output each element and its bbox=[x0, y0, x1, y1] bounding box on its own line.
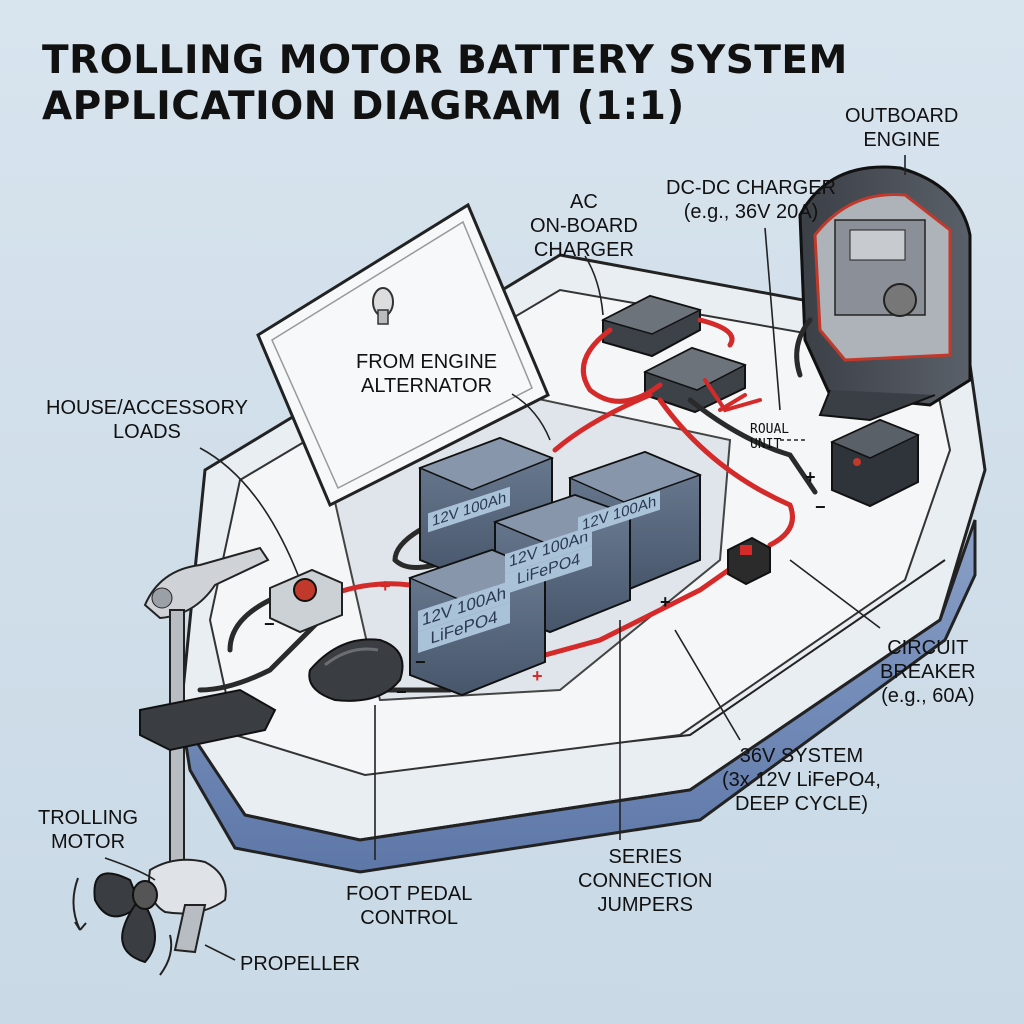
minus-marker: − bbox=[264, 614, 275, 634]
label-house-accessory-loads: HOUSE/ACCESSORY LOADS bbox=[46, 397, 248, 443]
plus-marker: + bbox=[660, 592, 671, 612]
label-circuit-breaker: CIRCUIT BREAKER (e.g., 60A) bbox=[880, 637, 976, 707]
outboard-engine bbox=[798, 165, 972, 422]
label-from-engine-alternator: FROM ENGINE ALTERNATOR bbox=[356, 351, 498, 397]
label-outboard-engine: OUTBOARD ENGINE bbox=[845, 105, 959, 151]
house-loads-switch bbox=[269, 568, 343, 634]
label-foot-pedal-control: FOOT PEDAL CONTROL bbox=[346, 883, 473, 929]
title-line-2: APPLICATION DIAGRAM (1:1) bbox=[42, 84, 685, 129]
page-title: TROLLING MOTOR BATTERY SYSTEM APPLICATIO… bbox=[42, 38, 848, 130]
label-propeller: PROPELLER bbox=[240, 953, 361, 975]
plus-marker: + bbox=[380, 576, 391, 596]
propeller bbox=[72, 872, 173, 976]
compartment-lid bbox=[256, 202, 550, 508]
lid-latch-icon bbox=[372, 287, 394, 325]
label-trolling-motor: TROLLING MOTOR bbox=[38, 807, 139, 853]
label-dc-dc-charger: DC-DC CHARGER (e.g., 36V 20A) bbox=[666, 177, 836, 223]
title-line-1: TROLLING MOTOR BATTERY SYSTEM bbox=[42, 38, 848, 83]
label-roual-unit: ROUAL UNIT bbox=[750, 422, 790, 452]
plus-marker: + bbox=[805, 467, 816, 487]
label-36v-system: 36V SYSTEM (3x 12V LiFePO4, DEEP CYCLE) bbox=[722, 745, 881, 815]
foot-pedal bbox=[308, 638, 404, 702]
minus-marker: − bbox=[396, 682, 407, 702]
ac-charger-unit bbox=[600, 294, 703, 358]
minus-marker: − bbox=[415, 652, 426, 672]
leader-lines bbox=[104, 155, 906, 961]
label-ac-charger: AC ON-BOARD CHARGER bbox=[530, 191, 638, 261]
plus-marker: + bbox=[532, 666, 543, 686]
starting-battery bbox=[830, 418, 920, 508]
circuit-breaker bbox=[727, 536, 771, 586]
minus-marker: − bbox=[815, 497, 826, 517]
trolling-motor bbox=[139, 546, 277, 954]
label-series-jumpers: SERIES CONNECTION JUMPERS bbox=[578, 846, 713, 916]
